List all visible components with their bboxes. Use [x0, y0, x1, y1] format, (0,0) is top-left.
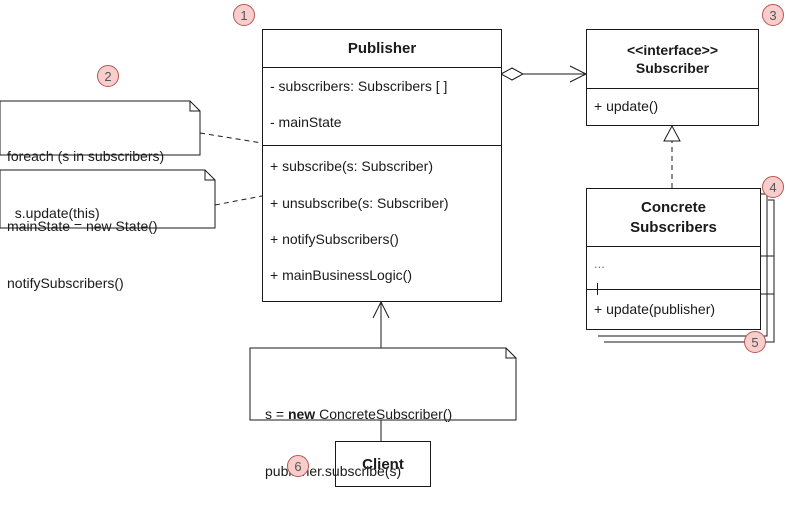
concrete-method-update: + update(publisher) — [594, 301, 716, 317]
client-title: Client — [362, 455, 404, 473]
client-class: Client — [335, 441, 431, 487]
publisher-field-mainstate: - mainState — [270, 114, 342, 130]
subscriber-stereotype: <<interface>> — [626, 42, 719, 58]
note-foreach-line1: foreach (s in subscribers) — [7, 148, 165, 164]
aggregation-diamond — [499, 67, 525, 81]
concrete-title-line2: Subscribers — [630, 218, 717, 236]
note-client-code: s = new ConcreteSubscriber() publisher.s… — [265, 367, 452, 519]
badge-1: 1 — [233, 4, 255, 26]
publisher-fields: - subscribers: Subscribers [ ] - mainSta… — [263, 68, 501, 146]
subscriber-method-update: + update() — [594, 98, 659, 114]
client-to-publisher-arrowhead — [372, 300, 390, 319]
concrete-title-line1: Concrete — [640, 198, 707, 216]
publisher-title: Publisher — [263, 30, 501, 68]
note-foreach-anchor — [199, 132, 263, 144]
concrete-fields: ... — [587, 247, 760, 295]
badge-2: 2 — [97, 65, 119, 87]
publisher-class: Publisher - subscribers: Subscribers [ ]… — [262, 29, 502, 302]
note-state-shape — [0, 169, 216, 229]
publisher-methods: + subscribe(s: Subscriber) + unsubscribe… — [263, 146, 501, 283]
note-state-line1: mainState = new State() — [7, 218, 158, 234]
connector-layer — [0, 65, 775, 441]
publisher-method-mainlogic: + mainBusinessLogic() — [270, 267, 413, 283]
note-state-line2: notifySubscribers() — [7, 275, 124, 291]
note-client-line1: s = new ConcreteSubscriber() — [265, 405, 452, 424]
publisher-method-notify: + notifySubscribers() — [270, 231, 399, 247]
note-foreach: foreach (s in subscribers) s.update(this… — [7, 109, 164, 261]
note-client-shape — [249, 347, 517, 421]
concrete-field-ellipsis: ... — [594, 256, 605, 271]
publisher-method-subscribe: + subscribe(s: Subscriber) — [270, 158, 434, 174]
concrete-header: Concrete Subscribers — [587, 189, 760, 247]
note-client-line1-pre: s = — [265, 406, 288, 422]
realization-arrowhead — [663, 124, 681, 142]
publisher-field-subscribers: - subscribers: Subscribers [ ] — [270, 78, 448, 94]
badge-5: 5 — [744, 331, 766, 353]
note-state: mainState = new State() notifySubscriber… — [7, 179, 158, 331]
concrete-field-tick — [597, 283, 598, 295]
note-state-anchor — [214, 195, 263, 206]
diagram-canvas: Publisher - subscribers: Subscribers [ ]… — [0, 4, 784, 487]
badge-3: 3 — [762, 4, 784, 26]
publisher-method-unsubscribe: + unsubscribe(s: Subscriber) — [270, 195, 449, 211]
stack-frame-2 — [604, 199, 775, 343]
badge-6: 6 — [287, 455, 309, 477]
subscriber-header: <<interface>> Subscriber — [587, 30, 758, 89]
note-client-line1-keyword: new — [287, 406, 316, 422]
subscriber-interface: <<interface>> Subscriber + update() — [586, 29, 759, 126]
note-foreach-line2: s.update(this) — [7, 205, 100, 221]
concrete-subscribers-class: Concrete Subscribers ... + update(publis… — [586, 188, 761, 330]
subscriber-title: Subscriber — [635, 60, 710, 76]
badge-4: 4 — [762, 176, 784, 198]
note-client-line1-post: ConcreteSubscriber() — [315, 406, 453, 422]
